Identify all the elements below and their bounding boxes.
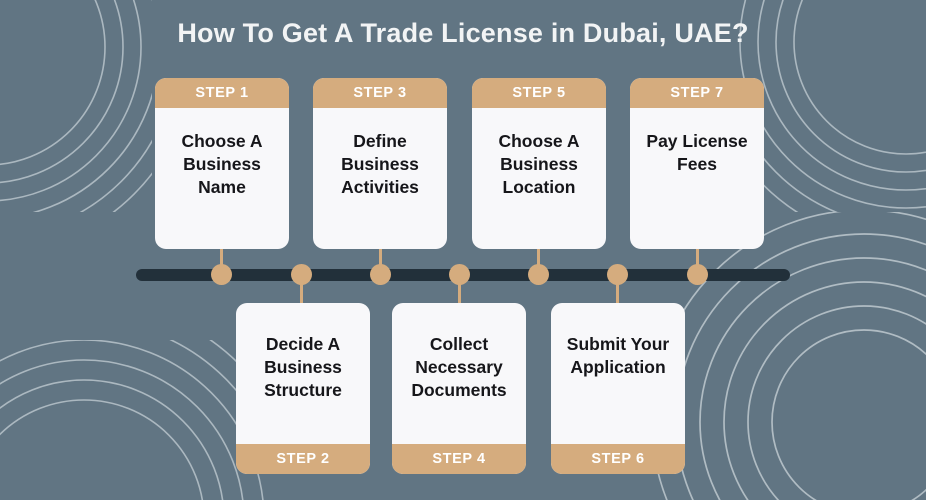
step-body-6: Submit Your Application <box>551 303 685 444</box>
step-card-1[interactable]: STEP 1 Choose A Business Name <box>155 78 289 249</box>
step-text-5: Choose A Business Location <box>498 131 580 198</box>
step-label-1: STEP 1 <box>155 78 289 108</box>
connector-stem-step-6 <box>616 274 619 306</box>
connector-stem-step-1 <box>220 246 223 276</box>
decorative-arcs-bottom-left <box>0 340 264 500</box>
step-text-1: Choose A Business Name <box>181 131 263 198</box>
connector-stem-step-4 <box>458 274 461 306</box>
step-card-4[interactable]: Collect Necessary Documents STEP 4 <box>392 303 526 474</box>
timeline-dot-step-4[interactable] <box>449 264 470 285</box>
connector-stem-step-2 <box>300 274 303 306</box>
step-body-3: Define Business Activities <box>313 108 447 249</box>
step-card-3[interactable]: STEP 3 Define Business Activities <box>313 78 447 249</box>
step-label-2: STEP 2 <box>236 444 370 474</box>
step-body-5: Choose A Business Location <box>472 108 606 249</box>
step-label-4: STEP 4 <box>392 444 526 474</box>
page-title: How To Get A Trade License in Dubai, UAE… <box>177 18 749 48</box>
step-text-4: Collect Necessary Documents <box>411 334 507 401</box>
step-body-2: Decide A Business Structure <box>236 303 370 444</box>
step-card-7[interactable]: STEP 7 Pay License Fees <box>630 78 764 249</box>
step-text-6: Submit Your Application <box>566 334 670 378</box>
step-body-4: Collect Necessary Documents <box>392 303 526 444</box>
step-text-7: Pay License Fees <box>646 131 748 175</box>
connector-stem-step-3 <box>379 246 382 276</box>
timeline-dot-step-7[interactable] <box>687 264 708 285</box>
step-body-1: Choose A Business Name <box>155 108 289 249</box>
timeline-dot-step-6[interactable] <box>607 264 628 285</box>
step-label-3: STEP 3 <box>313 78 447 108</box>
step-card-6[interactable]: Submit Your Application STEP 6 <box>551 303 685 474</box>
step-card-5[interactable]: STEP 5 Choose A Business Location <box>472 78 606 249</box>
timeline-dot-step-5[interactable] <box>528 264 549 285</box>
timeline-dot-step-1[interactable] <box>211 264 232 285</box>
timeline-dot-step-3[interactable] <box>370 264 391 285</box>
connector-stem-step-5 <box>537 246 540 276</box>
decorative-arcs-bottom-right <box>654 212 926 500</box>
step-text-3: Define Business Activities <box>341 131 419 198</box>
step-card-2[interactable]: Decide A Business Structure STEP 2 <box>236 303 370 474</box>
step-label-7: STEP 7 <box>630 78 764 108</box>
timeline-dot-step-2[interactable] <box>291 264 312 285</box>
step-body-7: Pay License Fees <box>630 108 764 249</box>
connector-stem-step-7 <box>696 246 699 276</box>
step-label-5: STEP 5 <box>472 78 606 108</box>
step-label-6: STEP 6 <box>551 444 685 474</box>
step-text-2: Decide A Business Structure <box>264 334 342 401</box>
